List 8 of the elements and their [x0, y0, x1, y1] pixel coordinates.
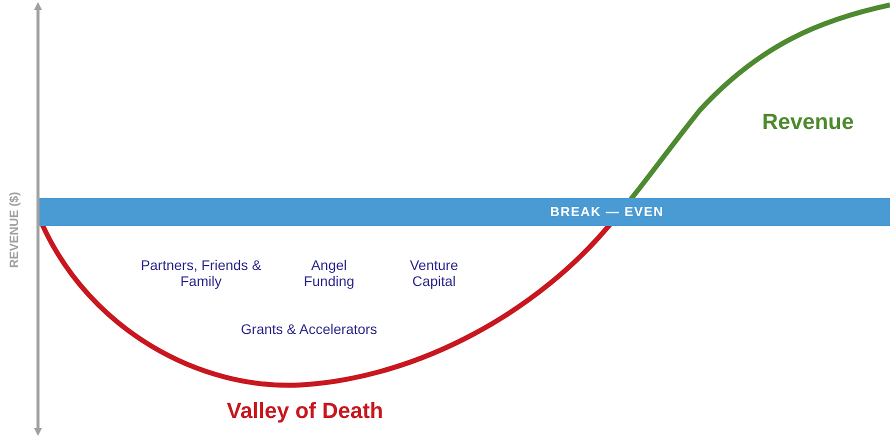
break-even-label: BREAK — EVEN [550, 204, 664, 220]
valley-label: Valley of Death [226, 398, 384, 424]
funding-source-label: Angel Funding [302, 256, 356, 290]
funding-source-label: Partners, Friends & Family [140, 256, 262, 290]
axis-label: REVENUE ($) [8, 192, 22, 268]
curve-label: Revenue [762, 109, 854, 135]
funding-source-label: Grants & Accelerators [240, 320, 378, 338]
funding-source-label: Venture Capital [408, 256, 460, 290]
